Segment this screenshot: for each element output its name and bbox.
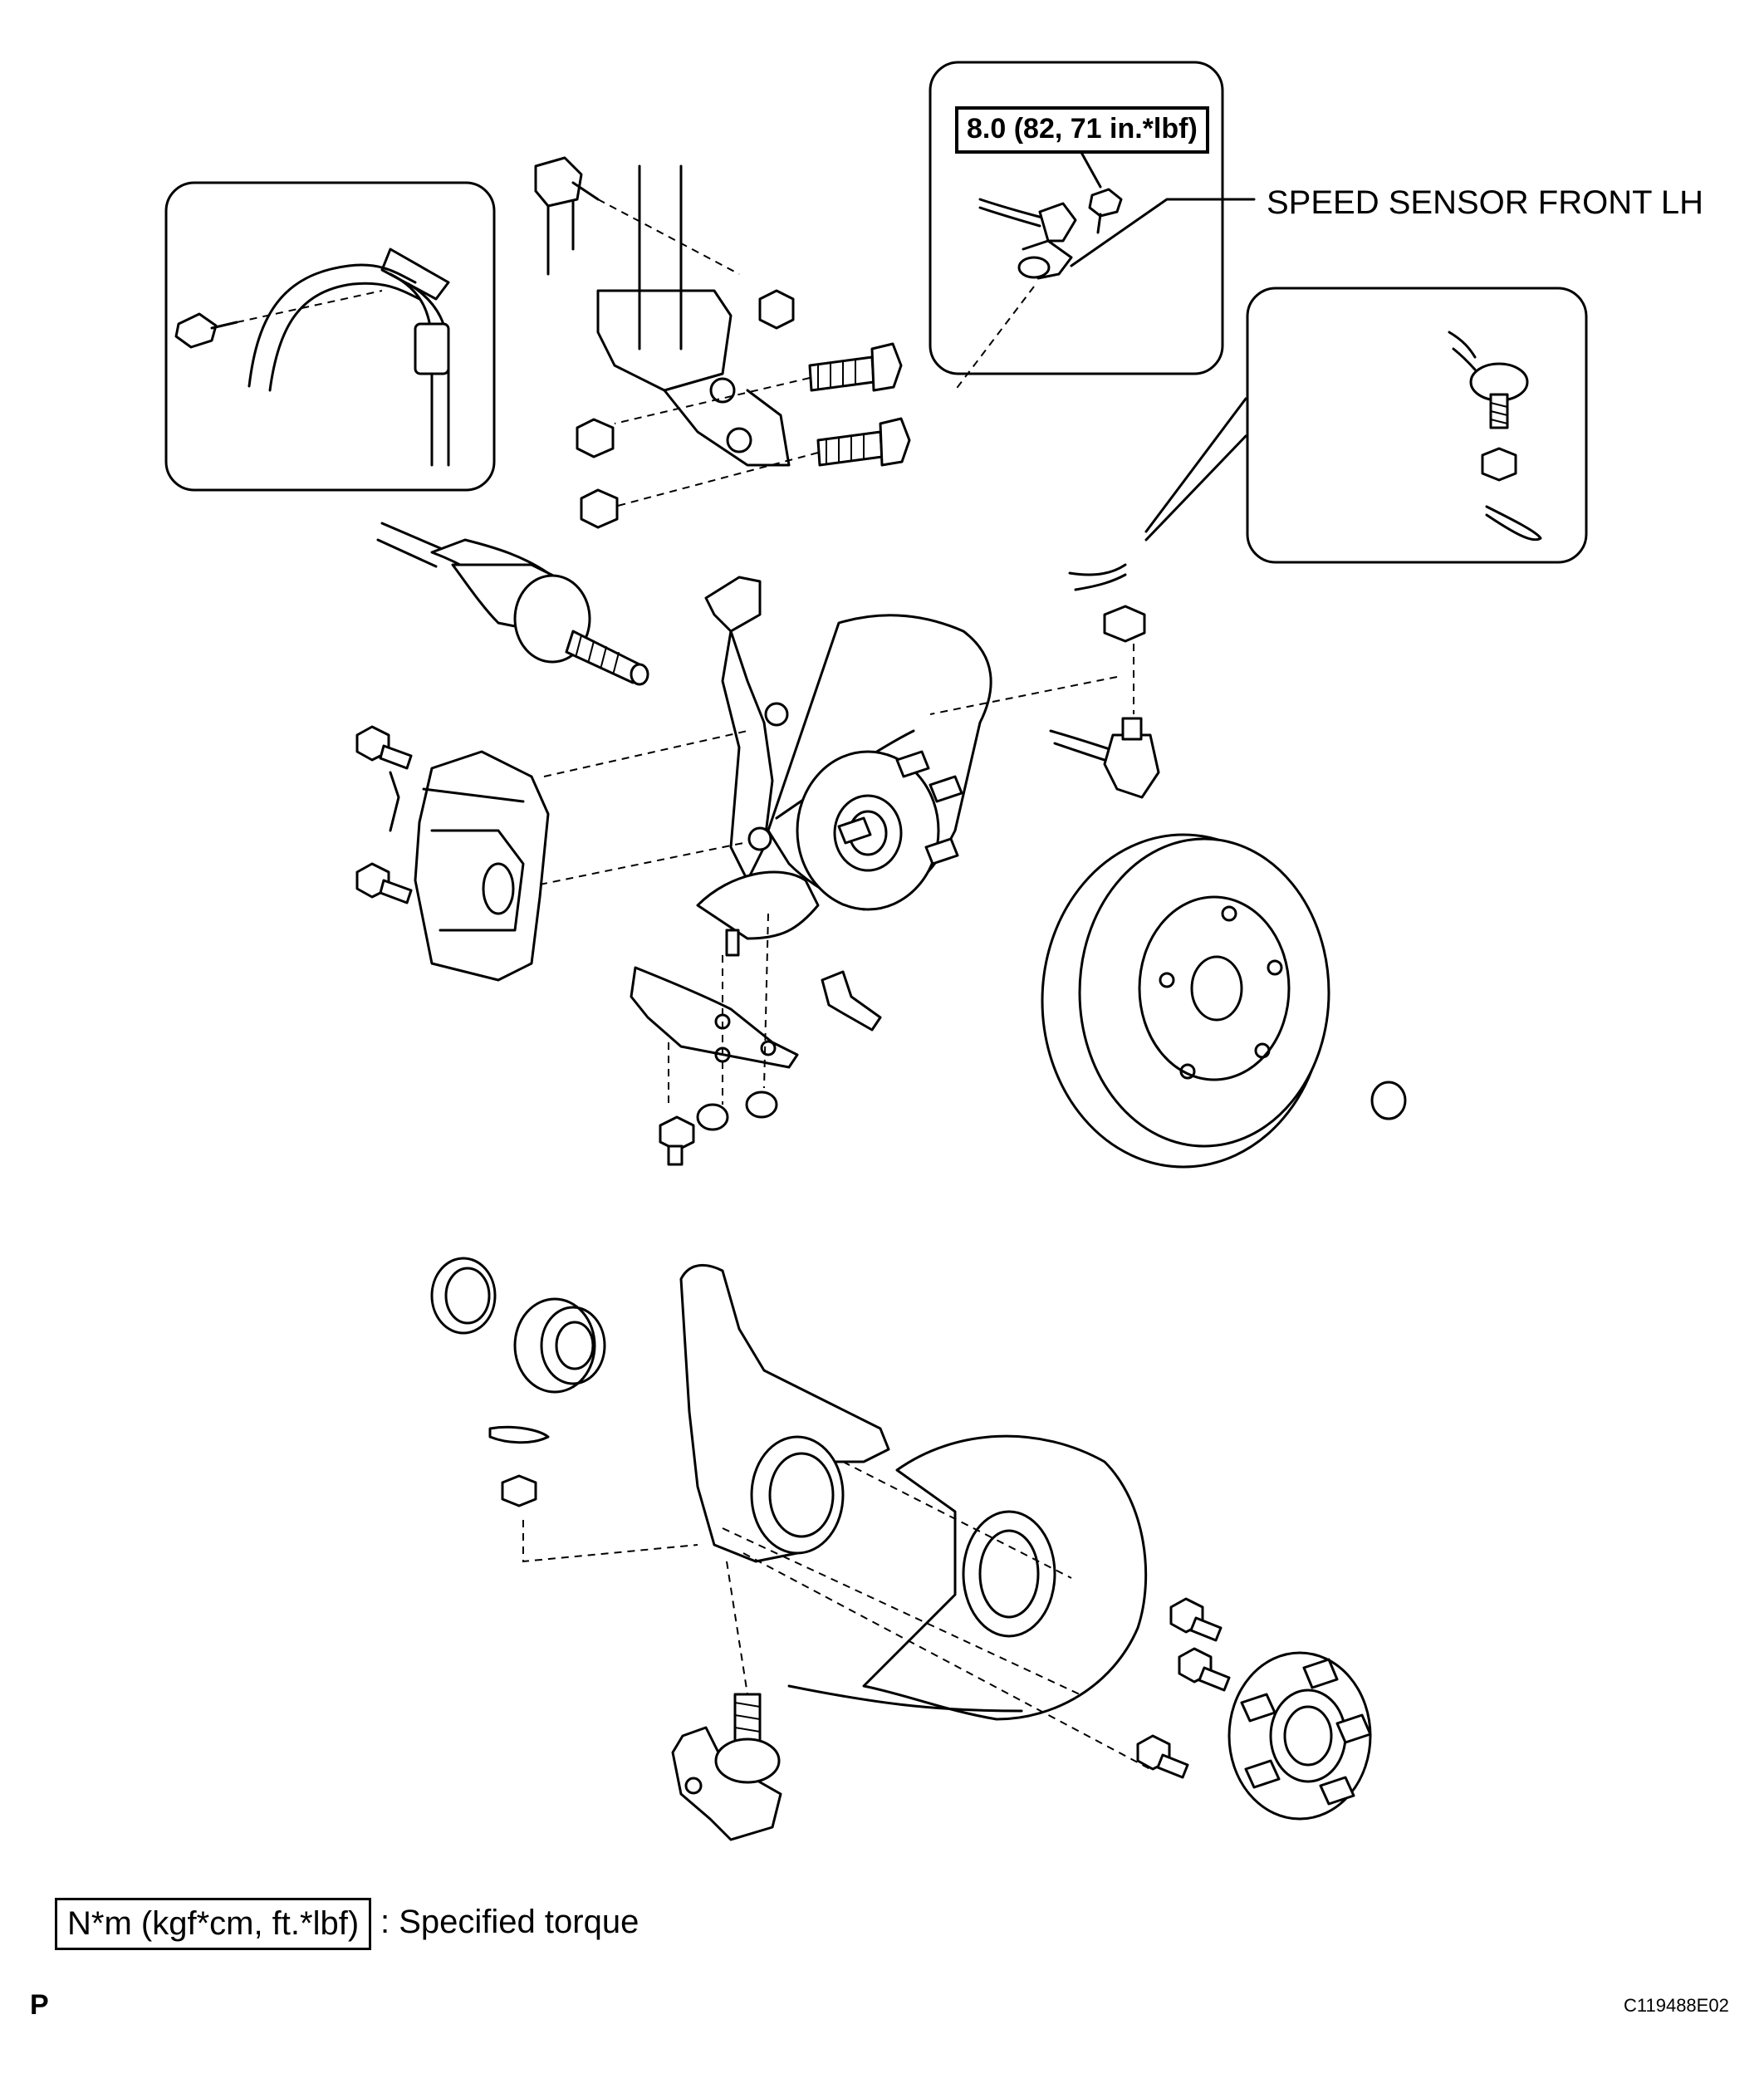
strut-nut-upper-icon [576,418,615,458]
tie-rod-end [929,563,1160,799]
knuckle-assembly-top [696,576,992,957]
snap-ring-icon [430,1257,497,1335]
sensor-bolt-icon [1088,188,1123,218]
brake-caliper [355,725,748,982]
lower-ball-joint [671,1561,782,1841]
strut-assembly [534,156,795,467]
figure-code: C119488E02 [1624,1995,1729,2016]
lower-bolt-icon [659,1115,695,1152]
speed-sensor-label: SPEED SENSOR FRONT LH [1267,184,1704,221]
knuckle-castle-nut-icon [501,1474,537,1507]
brake-disc-rotor [1041,833,1407,1169]
inset-brake-hose-bracket [164,181,496,492]
strut-bolts [576,342,911,529]
bracket-bolt-icon [174,312,218,349]
torque-callout-box: 8.0 (82, 71 in.*lbf) [955,106,1209,154]
stabilizer-link-nut-icon [758,289,795,330]
drive-shaft [376,522,649,686]
exploded-knuckle-lower [430,1257,1151,1770]
hub-nut-icon [1370,1081,1407,1120]
legend-torque-box: N*m (kgf*cm, ft.*lbf) [55,1898,372,1950]
legend-description: : Specified torque [380,1904,639,1940]
lower-arm-bracket [630,913,882,1166]
inset-tie-rod-end [1144,287,1588,564]
page-letter: P [30,1989,49,2021]
dust-cover-bolts [1136,1597,1231,1779]
axle-hub [1227,1651,1372,1821]
tie-rod-castle-nut-icon [1103,605,1146,643]
strut-nut-lower-icon [580,488,619,529]
castle-nut-icon [1481,447,1517,482]
